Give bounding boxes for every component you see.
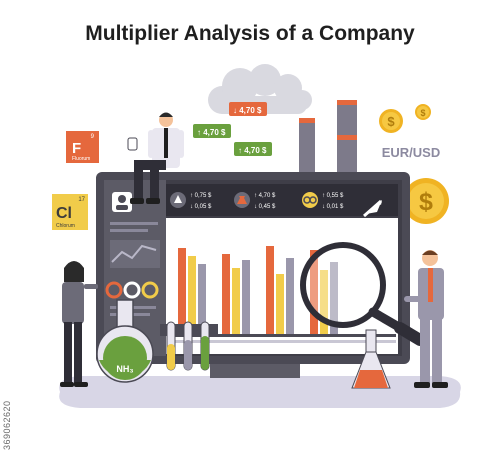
svg-text:↑ 4,70 $: ↑ 4,70 $ — [238, 146, 267, 155]
flask-orange — [351, 329, 391, 389]
chart-bar — [330, 262, 338, 334]
flask-nh3 — [96, 299, 154, 383]
price-bubble-2: ↑ 4,70 $ — [193, 124, 231, 138]
svg-text:↑ 0,75 $: ↑ 0,75 $ — [190, 193, 212, 199]
svg-text:↓ 0,01 $: ↓ 0,01 $ — [322, 204, 344, 210]
stats-bar — [166, 184, 398, 216]
chart-bar — [266, 246, 274, 334]
man-sitting — [127, 112, 184, 204]
stock-id: 369062620 — [2, 400, 12, 450]
price-bubble-1: ↓ 4,70 $ — [229, 102, 267, 116]
chart-bar — [320, 270, 328, 334]
chart-bar — [232, 268, 240, 334]
coin-icons: $ $ $ — [379, 104, 449, 224]
element-card-fluorine: F 9 Fluorum — [66, 131, 99, 163]
svg-text:$: $ — [419, 188, 433, 216]
svg-text:Fluorum: Fluorum — [72, 156, 90, 162]
svg-text:$: $ — [420, 108, 425, 118]
stat-item-1: ↑ 0,75 $ ↓ 0,05 $ — [170, 192, 212, 210]
chart-bar — [178, 248, 186, 334]
chart-bar — [188, 256, 196, 334]
price-bubble-3: ↑ 4,70 $ — [234, 142, 272, 156]
bar-group — [178, 246, 338, 334]
woman-standing — [60, 261, 98, 387]
svg-text:↓ 0,45 $: ↓ 0,45 $ — [254, 204, 276, 210]
chart-bar — [222, 254, 230, 334]
chart-bar — [242, 260, 250, 334]
element-card-chlorine: Cl 17 Chlorum — [52, 194, 88, 230]
svg-text:Cl: Cl — [56, 205, 72, 222]
chart-bar — [276, 274, 284, 334]
man-standing — [404, 250, 448, 388]
magnifying-glass-icon — [300, 242, 426, 346]
svg-text:$: $ — [387, 114, 395, 129]
chart-bar — [198, 264, 206, 334]
page-title: Multiplier Analysis of a Company — [85, 22, 415, 45]
stat-item-3: ↑ 0,55 $ ↓ 0,01 $ — [302, 192, 344, 210]
svg-text:↓ 4,70 $: ↓ 4,70 $ — [233, 106, 262, 115]
test-tubes — [160, 321, 218, 371]
svg-text:↑ 0,55 $: ↑ 0,55 $ — [322, 193, 344, 199]
chart-bar — [310, 250, 318, 334]
stat-item-2: ↑ 4,70 $ ↓ 0,45 $ — [234, 192, 276, 210]
chart-baseline — [170, 334, 396, 337]
currency-pair-label: EUR/USD — [382, 145, 441, 160]
flask-label: NH₃ — [116, 364, 133, 374]
svg-text:F: F — [72, 140, 81, 157]
svg-text:↑ 4,70 $: ↑ 4,70 $ — [197, 128, 226, 137]
chart-line-2 — [170, 340, 396, 343]
cursor-arrow-shaft — [363, 199, 382, 218]
svg-text:↑ 4,70 $: ↑ 4,70 $ — [254, 193, 276, 199]
monitor-stand — [210, 364, 300, 378]
svg-text:↓ 0,05 $: ↓ 0,05 $ — [190, 204, 212, 210]
svg-text:Chlorum: Chlorum — [56, 223, 75, 229]
svg-text:17: 17 — [78, 197, 85, 203]
chart-bar — [286, 258, 294, 334]
factory-chimneys — [299, 100, 357, 176]
svg-text:9: 9 — [91, 134, 95, 140]
